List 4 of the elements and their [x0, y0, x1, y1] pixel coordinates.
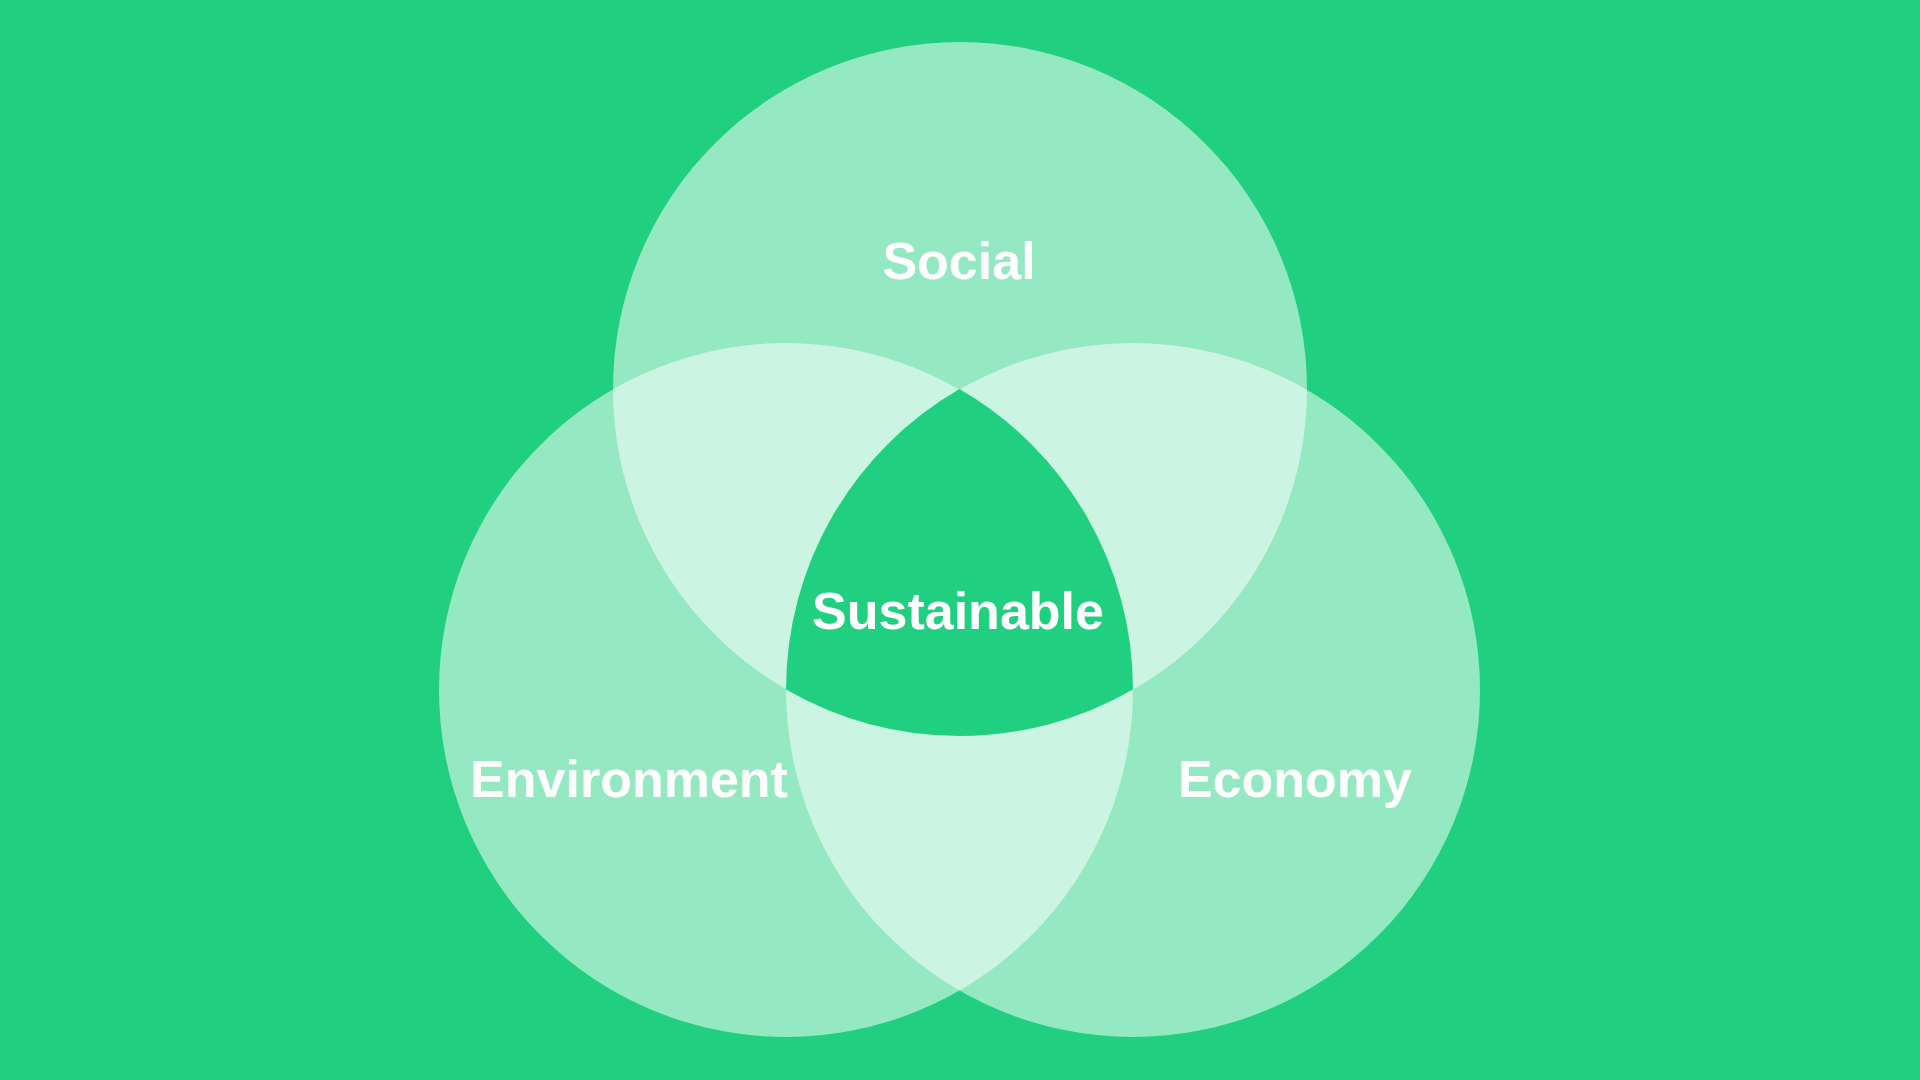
center-label: Sustainable — [812, 583, 1104, 641]
circle-label: Environment — [470, 751, 788, 809]
circle-label: Economy — [1177, 751, 1413, 809]
circle-label: Social — [882, 233, 1036, 291]
